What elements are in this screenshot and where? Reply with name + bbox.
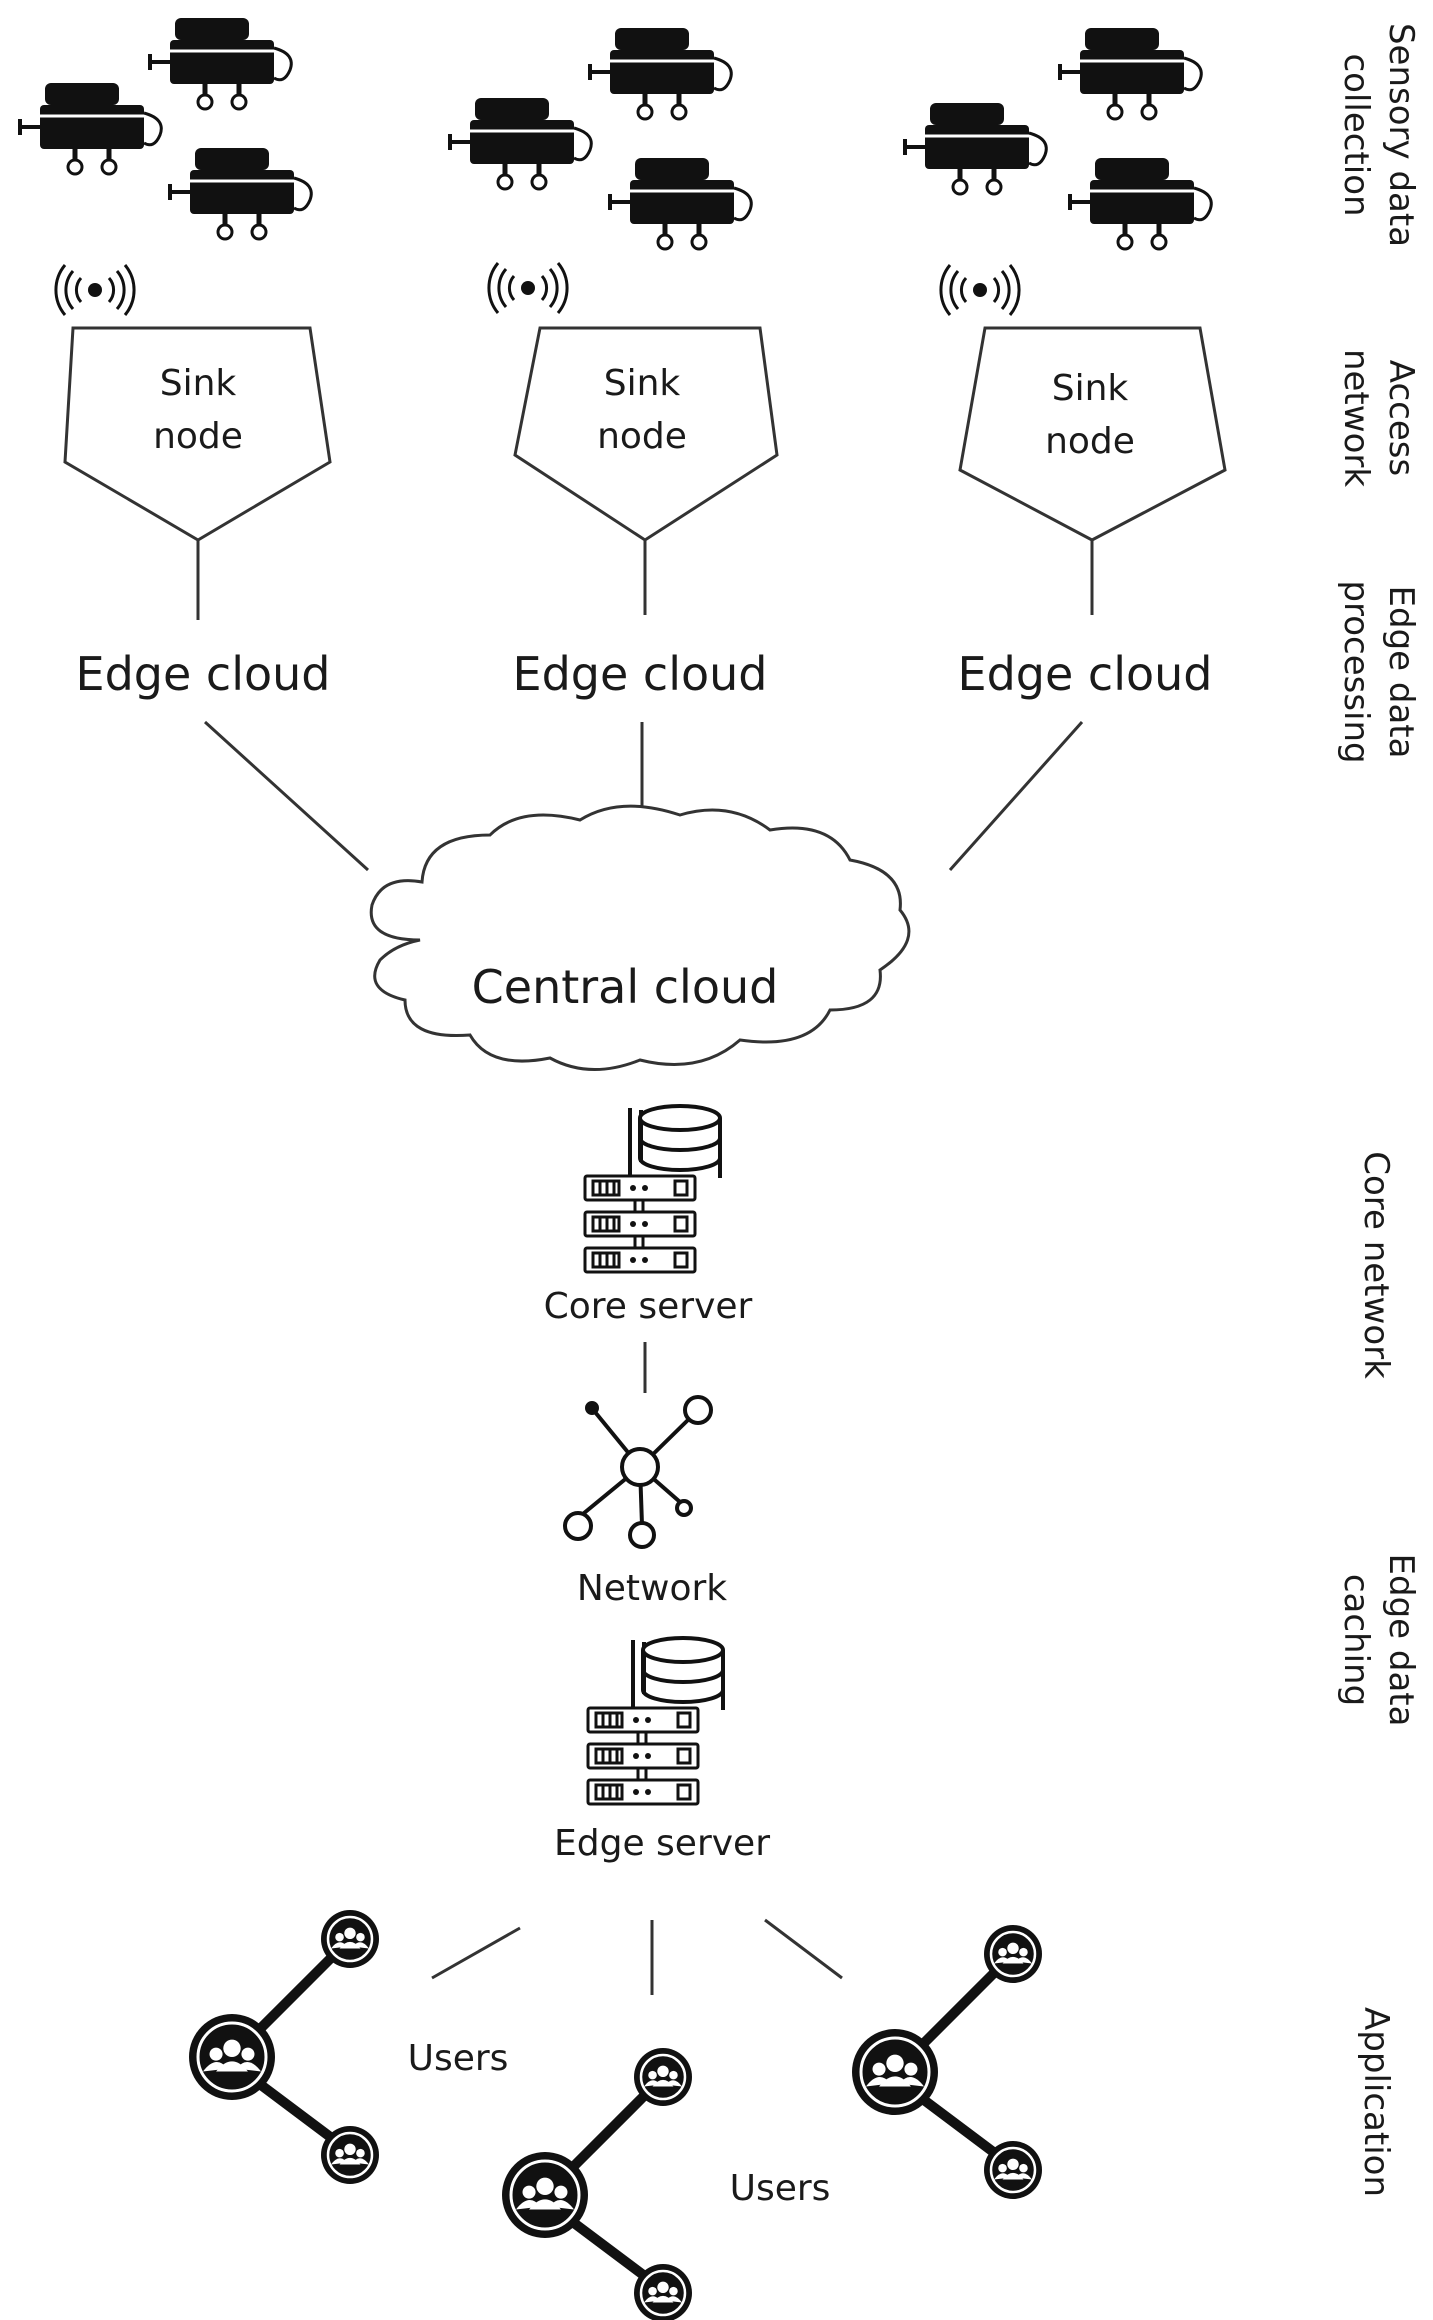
sensor-device-icon bbox=[170, 148, 311, 239]
layer-label-sensory-line2: collection bbox=[1336, 53, 1376, 216]
sink-node-label-line1: Sink bbox=[1052, 368, 1129, 409]
layer-label-edge-caching-line1: Edge data bbox=[1381, 1554, 1421, 1727]
sensor-cluster-right bbox=[905, 28, 1211, 249]
sink-node-label-line1: Sink bbox=[604, 363, 681, 404]
sensor-device-icon bbox=[590, 28, 731, 119]
layer-label-access-line1: Access bbox=[1381, 360, 1421, 476]
sink-node-label-line2: node bbox=[1045, 421, 1135, 462]
wireless-signal-icon bbox=[54, 263, 136, 317]
edge-cloud-label-middle: Edge cloud bbox=[513, 647, 768, 701]
layer-label-core-network: Core network bbox=[1356, 1151, 1396, 1379]
core-server-label: Core server bbox=[544, 1286, 753, 1327]
users-label: Users bbox=[408, 2038, 509, 2079]
connector-line bbox=[203, 720, 370, 872]
sink-node-middle bbox=[513, 326, 779, 542]
user-group-icon bbox=[189, 1910, 379, 2184]
wireless-signal-icon bbox=[487, 261, 569, 315]
central-cloud-label: Central cloud bbox=[472, 960, 779, 1014]
sensor-cluster-left bbox=[20, 18, 311, 239]
wireless-signal-icon bbox=[939, 263, 1021, 317]
connector-line bbox=[764, 1918, 843, 1980]
layer-label-edge-processing-line1: Edge data bbox=[1381, 586, 1421, 759]
sensor-device-icon bbox=[1060, 28, 1201, 119]
sensor-cluster-middle bbox=[450, 28, 751, 249]
layer-label-edge-processing-line2: processing bbox=[1336, 580, 1376, 763]
sensor-device-icon bbox=[610, 158, 751, 249]
layer-label-edge-caching-line2: caching bbox=[1336, 1574, 1376, 1706]
sensor-device-icon bbox=[905, 103, 1046, 194]
connector-line bbox=[948, 721, 1084, 871]
server-rack-icon bbox=[583, 1104, 722, 1274]
user-group-icon bbox=[502, 2048, 692, 2320]
connector-line bbox=[431, 1926, 521, 1980]
users-label: Users bbox=[730, 2168, 831, 2209]
layer-label-access-line2: network bbox=[1336, 349, 1376, 487]
sink-node-left bbox=[63, 326, 332, 542]
layer-label-sensory-line1: Sensory data bbox=[1381, 23, 1421, 247]
sink-node-label-line2: node bbox=[153, 416, 243, 457]
sink-node-right bbox=[958, 326, 1227, 542]
sensor-device-icon bbox=[150, 18, 291, 109]
sensor-device-icon bbox=[20, 83, 161, 174]
edge-cloud-label-left: Edge cloud bbox=[76, 647, 331, 701]
network-label: Network bbox=[577, 1568, 727, 1609]
edge-cloud-label-right: Edge cloud bbox=[958, 647, 1213, 701]
network-hub-icon bbox=[563, 1395, 713, 1549]
sensor-device-icon bbox=[450, 98, 591, 189]
sink-node-label-line2: node bbox=[597, 416, 687, 457]
server-rack-icon bbox=[586, 1636, 725, 1806]
sink-node-label-line1: Sink bbox=[160, 363, 237, 404]
sensor-device-icon bbox=[1070, 158, 1211, 249]
central-cloud-icon bbox=[369, 804, 911, 1071]
layer-label-application: Application bbox=[1356, 2007, 1396, 2197]
user-group-icon bbox=[852, 1925, 1042, 2199]
edge-server-label: Edge server bbox=[554, 1823, 770, 1864]
